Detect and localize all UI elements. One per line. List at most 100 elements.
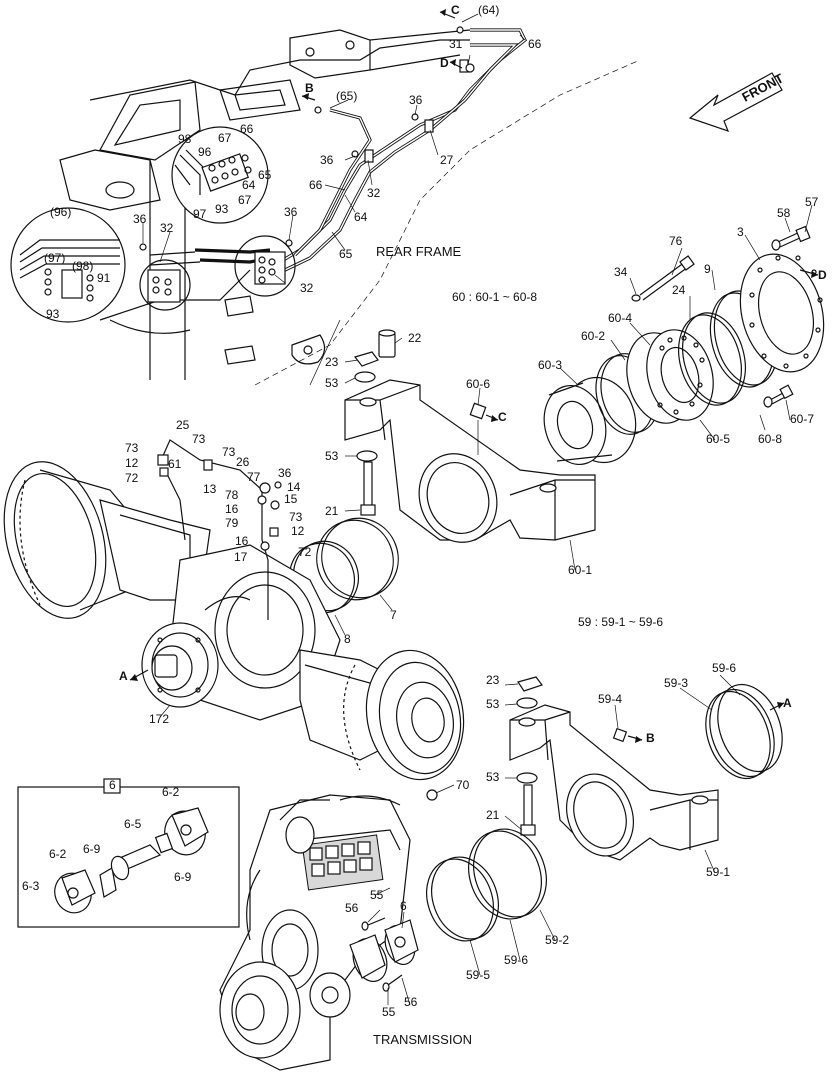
label-23-top: 23 [325,355,339,369]
label-16-b: 16 [235,534,249,548]
view-arrow-c-top [439,9,456,19]
label-59-6-bottom: 59-6 [504,953,528,967]
seal-ring-59-6-top [717,683,783,773]
label-67-top: 67 [218,131,232,145]
bolt-36-b [285,239,293,247]
label-36-e: 36 [278,466,292,480]
view-marker-b-lower: B [646,731,655,745]
front-arrow: FRONT [688,70,786,132]
washer-53-top [354,371,376,383]
label-73-b: 73 [192,432,206,446]
label-32-left: 32 [160,221,174,235]
label-27: 27 [440,153,454,167]
transmission-label: TRANSMISSION [373,1032,472,1047]
washer-53-lower-b [516,772,538,784]
view-arrow-d-right [799,269,819,278]
label-77: 77 [247,470,261,484]
nut-23-top [353,351,379,367]
label-16-a: 16 [225,502,239,516]
view-marker-a-left: A [119,669,128,683]
label-59-2: 59-2 [545,933,569,947]
label-60-2: 60-2 [581,329,605,343]
label-73-d: 73 [289,510,303,524]
label-21-lower: 21 [486,808,500,822]
seal-ring-59-3 [705,688,775,780]
label-15: 15 [284,492,298,506]
label-61: 61 [168,457,182,471]
view-arrow-b-lower [627,735,643,743]
view-marker-a-right: A [783,696,792,710]
view-marker-c-top: C [451,3,460,17]
view-arrow-d-top [449,59,463,69]
label-97-ref: (97) [44,251,65,265]
detail-callout-circle-1 [234,235,296,297]
view-arrow-a-left [129,669,149,681]
label-8: 8 [344,632,351,646]
label-79: 79 [225,516,239,530]
view-arrow-a-right [769,702,785,711]
label-32-mid: 32 [367,186,381,200]
label-12-a: 12 [125,456,139,470]
label-67-bottom: 67 [238,193,252,207]
label-6-box: 6 [109,778,116,792]
label-24: 24 [672,283,686,297]
cover-plate-3 [739,253,825,373]
label-60-3: 60-3 [538,358,562,372]
leader-lines [142,13,813,1006]
fitting-31 [465,63,475,73]
label-9: 9 [704,262,711,276]
label-96-ref: (96) [50,205,71,219]
label-56-a: 56 [345,901,359,915]
axle-support-60-1 [344,379,596,543]
label-23-lower: 23 [486,673,500,687]
label-36-d: 36 [409,93,423,107]
label-36-c: 36 [320,153,334,167]
drive-shaft-6 [384,919,419,965]
bolt-21-lower [520,784,536,836]
drive-shaft-detail-box [17,778,240,928]
label-12-b: 12 [291,524,305,538]
label-53-mid: 53 [325,449,339,463]
label-60-8: 60-8 [758,432,782,446]
bolt-76 [639,255,695,301]
frame-outline [254,59,641,386]
fitting-64 [456,26,464,34]
label-98: 98 [178,132,192,146]
label-31: 31 [449,37,463,51]
label-58: 58 [777,206,791,220]
label-60-7: 60-7 [790,412,814,426]
label-72-a: 72 [125,471,139,485]
label-64-detail: 64 [242,178,256,192]
detail-callout-circle-2 [139,259,191,311]
label-59-3: 59-3 [664,676,688,690]
label-3: 3 [737,225,744,239]
transmission-assembly [219,794,411,1071]
seal-ring-59-5 [426,856,499,942]
bolt-36-c [351,150,359,158]
axle-support-59-1 [509,704,719,861]
view-marker-d-top: D [440,56,449,70]
bolt-60-7 [763,384,794,408]
label-17: 17 [234,550,248,564]
label-73-a: 73 [125,441,139,455]
washer-60-4 [626,329,714,424]
label-76: 76 [669,234,683,248]
label-66-detail: 66 [240,122,254,136]
plug-70 [426,789,438,801]
rear-axle-assembly [3,461,465,781]
label-59-5: 59-5 [466,968,490,982]
bolt-36-a [139,243,147,251]
washer-34 [631,294,641,302]
washer-53-mid [356,450,378,462]
label-6-5: 6-5 [124,817,142,831]
label-59-1: 59-1 [706,865,730,879]
label-93-top: 93 [215,202,229,216]
label-65: 65 [339,247,353,261]
bolt-21-top [360,461,376,516]
label-73-c: 73 [222,445,236,459]
detail-circle-fittings-left [10,207,126,323]
label-64: 64 [354,210,368,224]
label-6-2-right: 6-2 [162,785,180,799]
label-21-top: 21 [325,504,339,518]
